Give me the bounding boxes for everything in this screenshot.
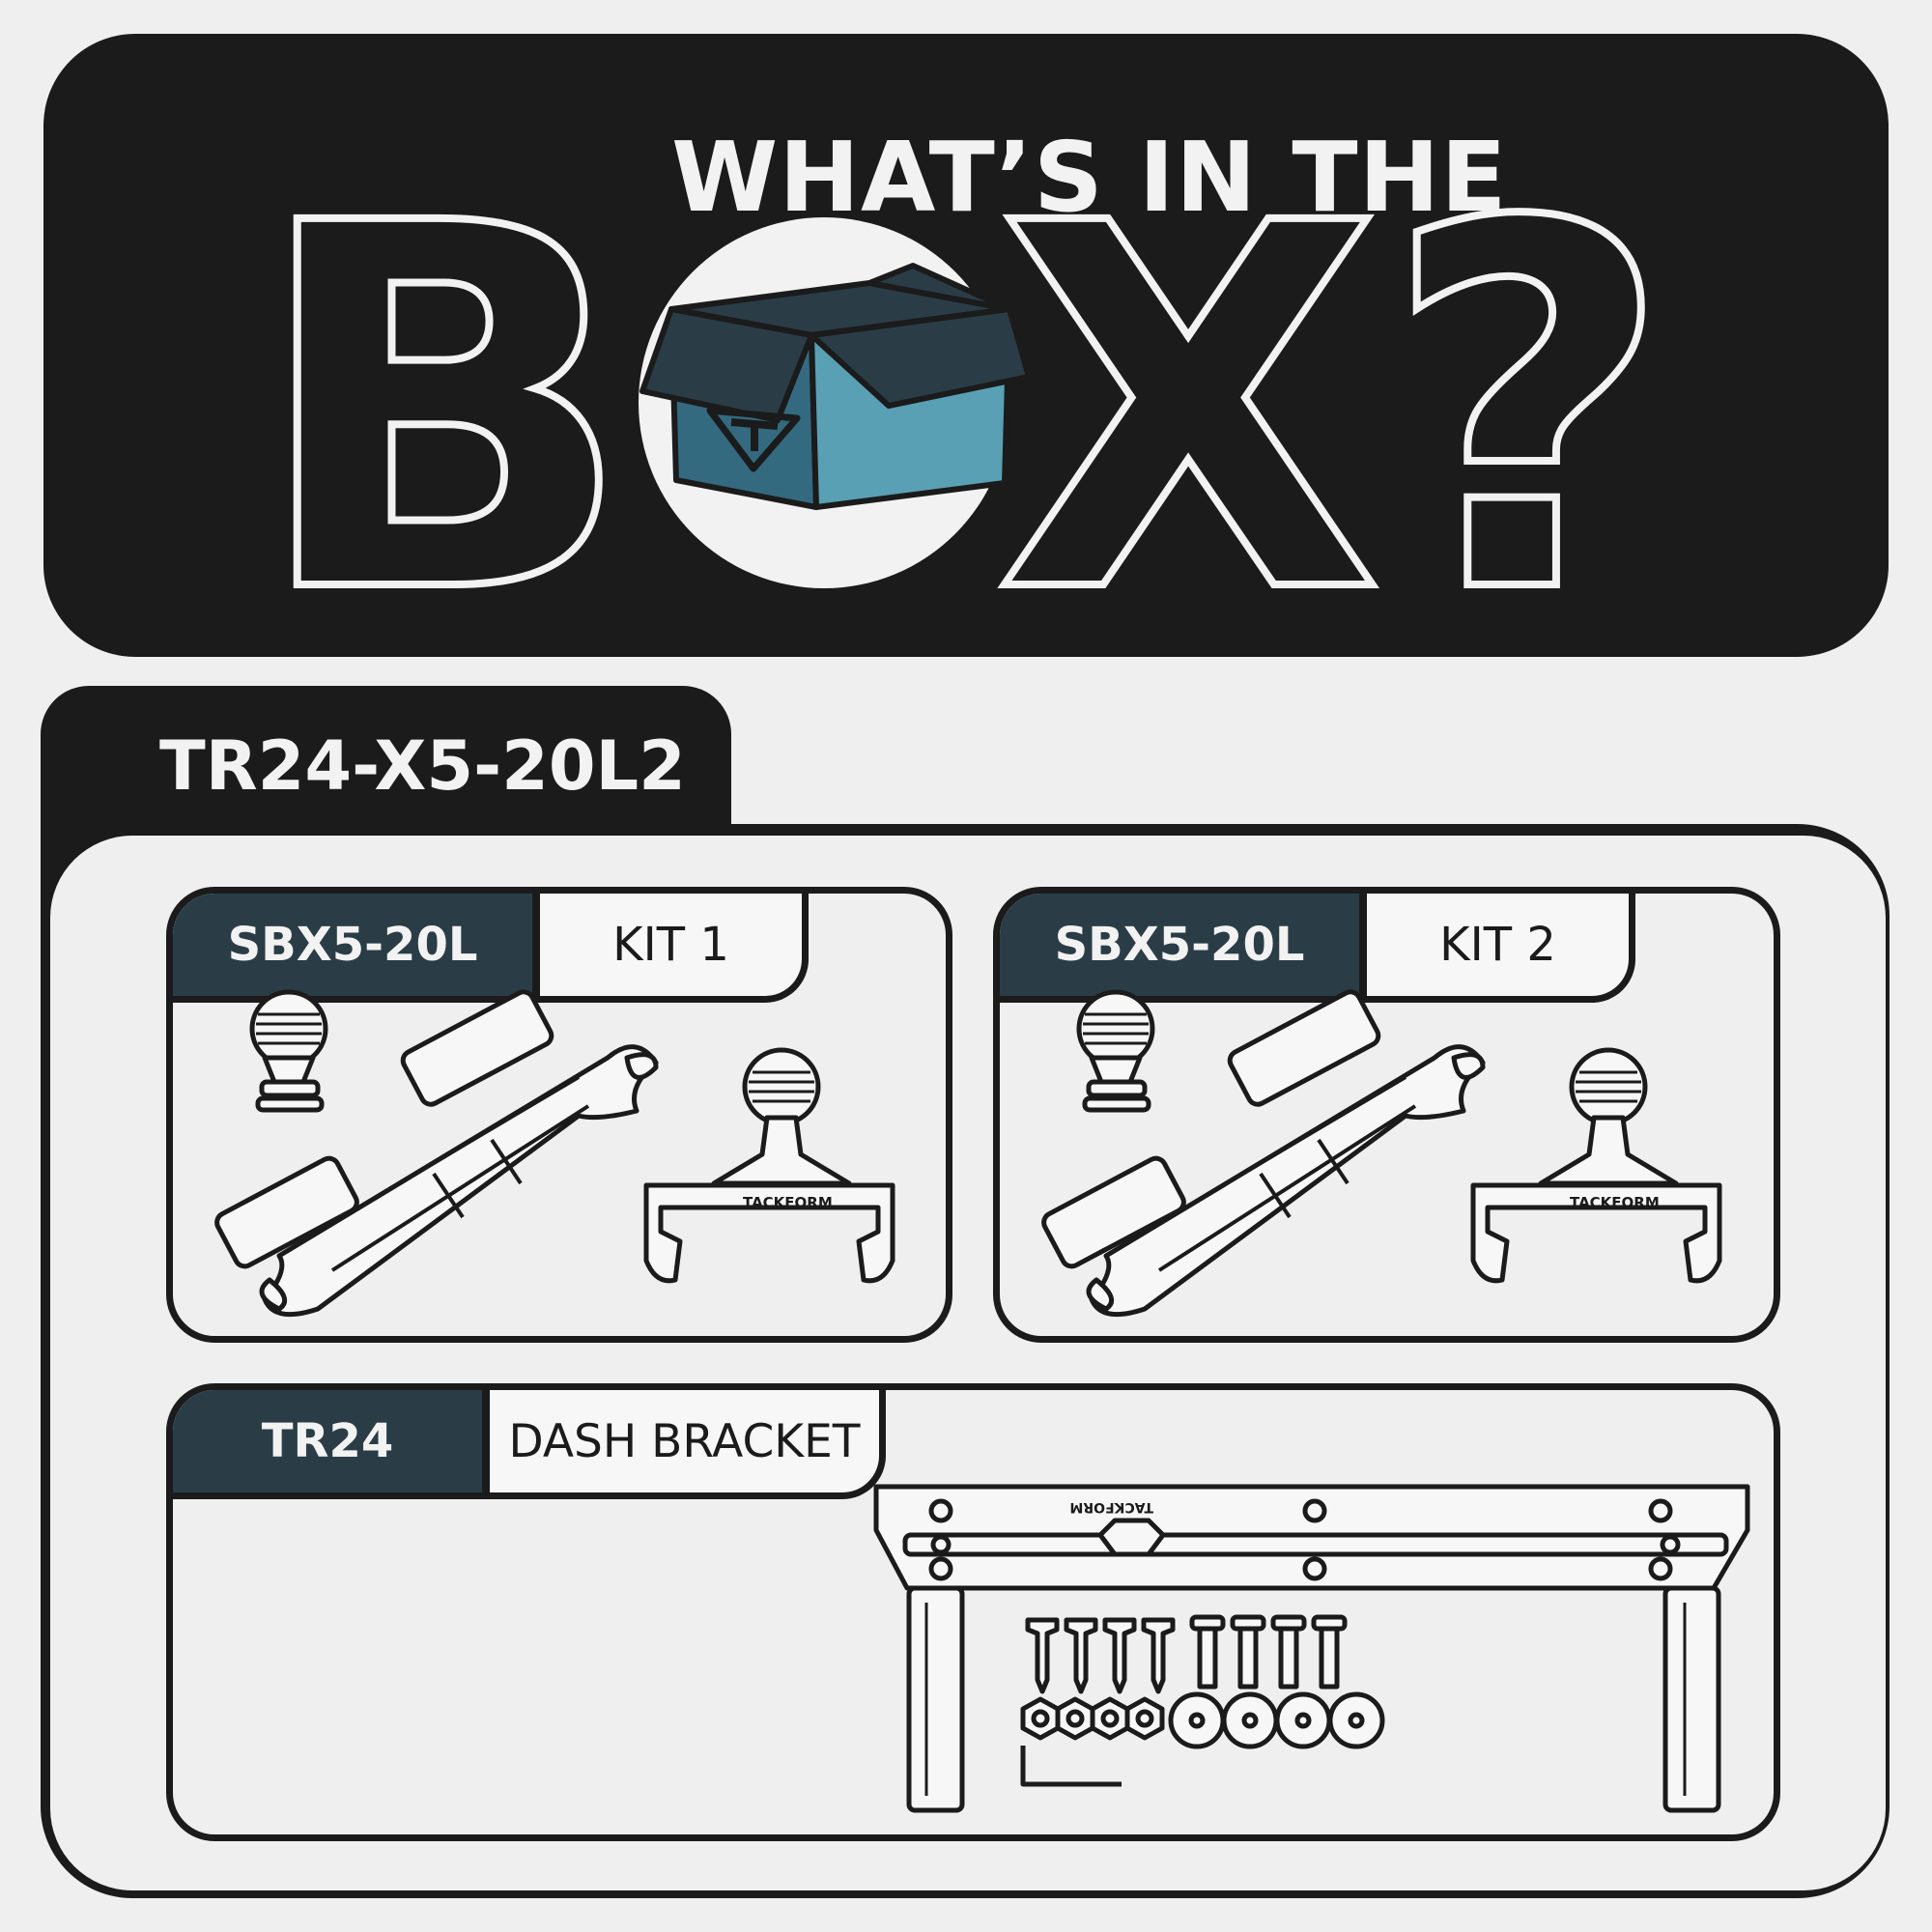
kit-1-panel: SBX5-20L KIT 1: [166, 887, 952, 1343]
kit-1-parts: TACKFORM: [214, 989, 895, 1318]
hero-big-x-question: X?: [995, 118, 1674, 657]
kit-2-double-socket-arm: [1041, 989, 1486, 1318]
kit-2-label: KIT 2: [1359, 894, 1635, 1003]
bracket-code: TR24: [173, 1390, 482, 1492]
kit-2-panel: SBX5-20L KIT 2: [993, 887, 1780, 1343]
kit-2-ball-base: [1076, 989, 1155, 1113]
hero-illustration: B X?: [247, 114, 1678, 657]
kit-2-code: SBX5-20L: [1000, 894, 1359, 996]
hex-key: [1020, 1746, 1122, 1787]
bracket-label: DASH BRACKET: [482, 1390, 886, 1499]
kit-1-double-socket-arm: [214, 989, 659, 1318]
machine-bolts: [1189, 1614, 1348, 1690]
bracket-parts: TACKFORM: [873, 1484, 1750, 1813]
kit-1-tab-rule: [173, 996, 532, 1003]
kit-1-label: KIT 1: [532, 894, 809, 1003]
kit-2-parts: TACKFORM: [1041, 989, 1722, 1318]
bracket-brand: TACKFORM: [1069, 1499, 1153, 1515]
bracket-tab-rule: [173, 1492, 482, 1499]
hero-title-line: WHAT’S IN THE: [671, 121, 1508, 234]
kit-2-brand: TACKFORM: [1570, 1194, 1660, 1211]
hero-banner: WHAT’S IN THE B X?: [43, 34, 1889, 657]
kit-2-clamp-ball-mount: TACKFORM: [1470, 1047, 1722, 1284]
dash-bracket: TACKFORM: [873, 1484, 1750, 1813]
washers: [1168, 1691, 1385, 1749]
wood-screws: [1025, 1617, 1176, 1694]
hex-nuts: [1020, 1696, 1165, 1741]
dash-bracket-panel: TR24 DASH BRACKET TACKFORM: [166, 1383, 1780, 1841]
product-code: TR24-X5-20L2: [159, 726, 686, 806]
kit-1-brand: TACKFORM: [743, 1194, 833, 1211]
kit-2-tab-rule: [1000, 996, 1359, 1003]
kit-1-ball-base: [249, 989, 328, 1113]
hero-big-b: B: [251, 118, 634, 657]
hero-box-icon: [639, 263, 1032, 510]
kit-1-code: SBX5-20L: [173, 894, 532, 996]
kit-1-clamp-ball-mount: TACKFORM: [643, 1047, 895, 1284]
